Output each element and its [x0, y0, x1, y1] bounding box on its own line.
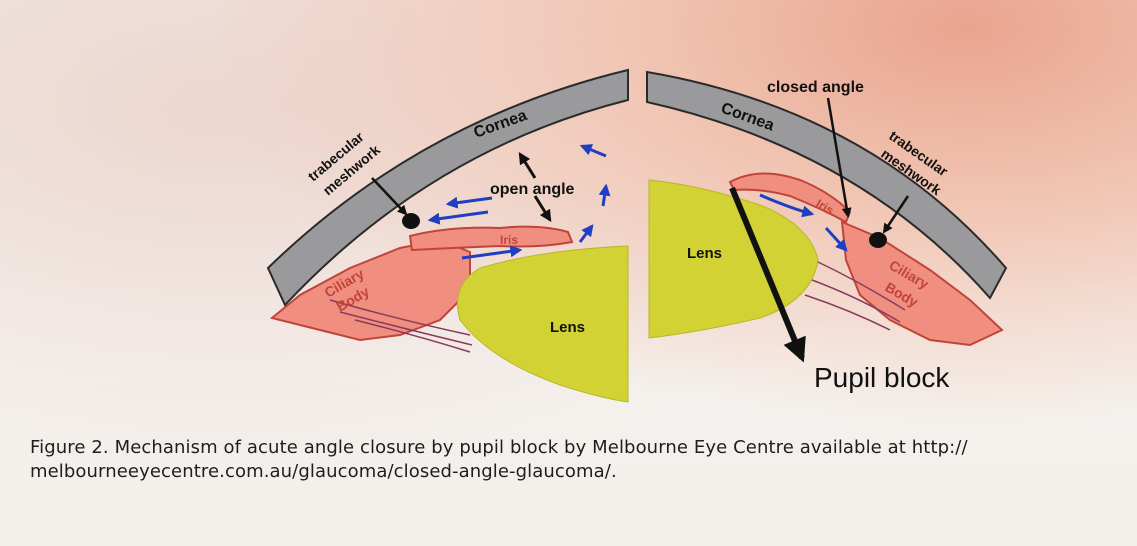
lens-right — [649, 180, 818, 338]
right-panel-closed-angle: closed angle Cornea trabecular meshwork … — [647, 72, 1006, 393]
closed-angle-label: closed angle — [767, 79, 864, 96]
left-panel-open-angle: Cornea trabecular meshwork open angle Ir… — [268, 70, 628, 402]
open-angle-pointer-down — [535, 196, 550, 220]
trabecular-meshwork-dot-left — [402, 213, 420, 229]
lens-label-right: Lens — [687, 245, 722, 262]
lens-label-left: Lens — [550, 319, 585, 336]
caption-line-2: melbourneeyecentre.com.au/glaucoma/close… — [30, 460, 1110, 484]
iris-left — [410, 227, 572, 250]
caption-line-1: Figure 2. Mechanism of acute angle closu… — [30, 436, 1110, 460]
lens-left — [458, 246, 629, 402]
iris-label-left: Iris — [500, 233, 518, 247]
trabecular-meshwork-dot-right — [869, 232, 887, 248]
open-angle-pointer-up — [520, 154, 535, 178]
open-angle-label: open angle — [490, 181, 575, 198]
pupil-block-label: Pupil block — [814, 362, 950, 393]
figure-caption: Figure 2. Mechanism of acute angle closu… — [30, 436, 1110, 484]
